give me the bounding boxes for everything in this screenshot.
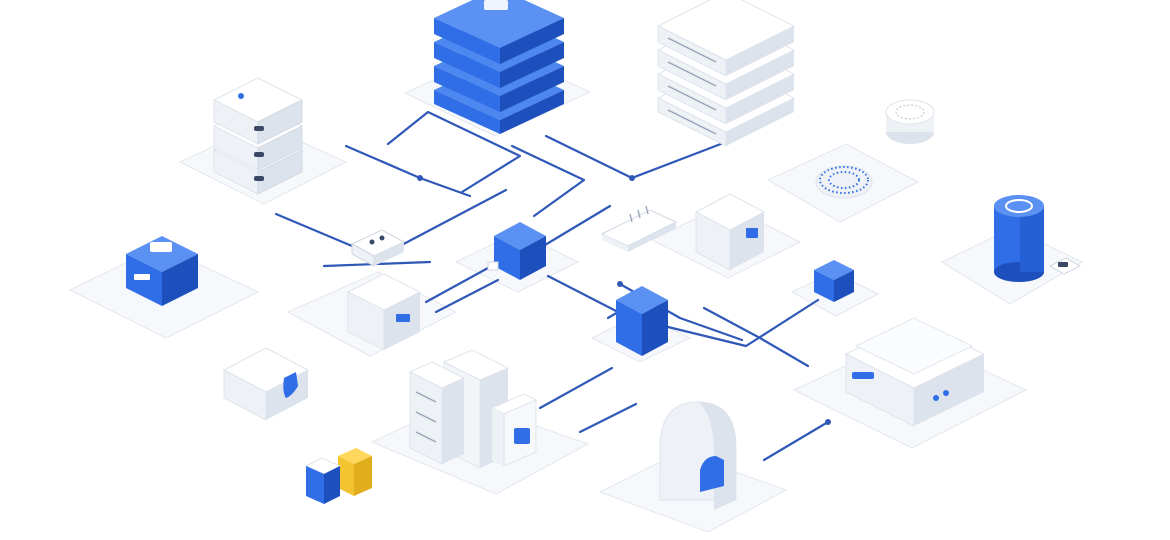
- shield-icon: [283, 372, 298, 398]
- link-rack-to-switch: [544, 134, 728, 180]
- ethernet-port-icon: [396, 314, 410, 322]
- document-badge-icon: [514, 428, 530, 444]
- blue-cylinder-database: [994, 195, 1044, 282]
- network-switch-strip: [600, 205, 678, 252]
- blue-document-card: [490, 393, 538, 467]
- blue-hub-cube-right: [814, 260, 854, 302]
- blue-hub-cube-lower: [616, 286, 668, 356]
- chip-icon: [484, 0, 508, 10]
- white-adapter-cube: [694, 193, 766, 271]
- smart-speaker-disc: [885, 99, 935, 144]
- arch-door-icon: [700, 456, 724, 492]
- file-drawers-icon: [415, 391, 437, 443]
- white-port-cube: [346, 273, 422, 351]
- link-left-horizontal: [274, 212, 354, 248]
- switch-ports-icon: [629, 205, 649, 223]
- appliance-slot-icon: [852, 372, 874, 379]
- connection-endpoints: [417, 139, 831, 425]
- sensor-dots-icon: [819, 166, 869, 194]
- appliance-led-icon: [933, 395, 939, 401]
- link-arch-to-appliance: [762, 420, 830, 462]
- connection-lines: [274, 110, 830, 462]
- link-files-to-lower: [538, 366, 614, 410]
- blue-layer-1: [434, 0, 564, 64]
- blue-hub-cube-center: [487, 222, 546, 280]
- link-stack-to-hub: [386, 110, 522, 194]
- central-blue-server-stack: [434, 0, 564, 134]
- link-tower-to-router: [344, 144, 472, 198]
- blue-power-module: [126, 236, 198, 306]
- appliance-lid: [854, 317, 974, 375]
- shield-security-box: [222, 347, 310, 421]
- file-cabinet-cluster: [408, 349, 538, 469]
- white-server-rack: [656, 0, 796, 147]
- endpoint-dot: [617, 281, 623, 287]
- cylinder-ring-icon: [1005, 199, 1033, 213]
- endpoint-dot: [417, 175, 423, 181]
- link-port-to-hub: [424, 266, 490, 304]
- speaker-grille-icon: [895, 104, 925, 120]
- white-storage-tower: [212, 77, 304, 195]
- link-lower-to-right: [662, 298, 820, 348]
- rack-unit-top: [656, 0, 796, 77]
- link-hub-to-switch: [538, 204, 612, 250]
- link-hub-to-lower: [546, 274, 620, 320]
- link-router-diagonal: [394, 188, 508, 250]
- router-port-icon: [369, 239, 375, 245]
- adapter-connector-icon: [746, 228, 758, 238]
- endpoint-dot: [629, 175, 635, 181]
- link-files-right: [578, 402, 638, 434]
- link-stack-right: [510, 144, 586, 218]
- usb-port-icon: [134, 274, 150, 280]
- link-port-to-hub-2: [434, 278, 500, 314]
- hub-port-icon: [487, 261, 499, 271]
- arch-gateway: [659, 401, 737, 510]
- status-led-icon: [238, 93, 244, 99]
- tower-unit-3: [212, 77, 304, 145]
- small-socket-chip: [1048, 257, 1082, 275]
- power-socket-icon: [150, 242, 172, 252]
- blue-yellow-blocks: [304, 448, 372, 504]
- small-router-chip: [350, 229, 406, 267]
- rack-vent-lines: [667, 37, 717, 135]
- flat-appliance-box: [844, 317, 986, 427]
- circular-sensor-pad: [815, 165, 873, 199]
- endpoint-dot: [825, 419, 831, 425]
- link-to-appliance: [702, 306, 810, 368]
